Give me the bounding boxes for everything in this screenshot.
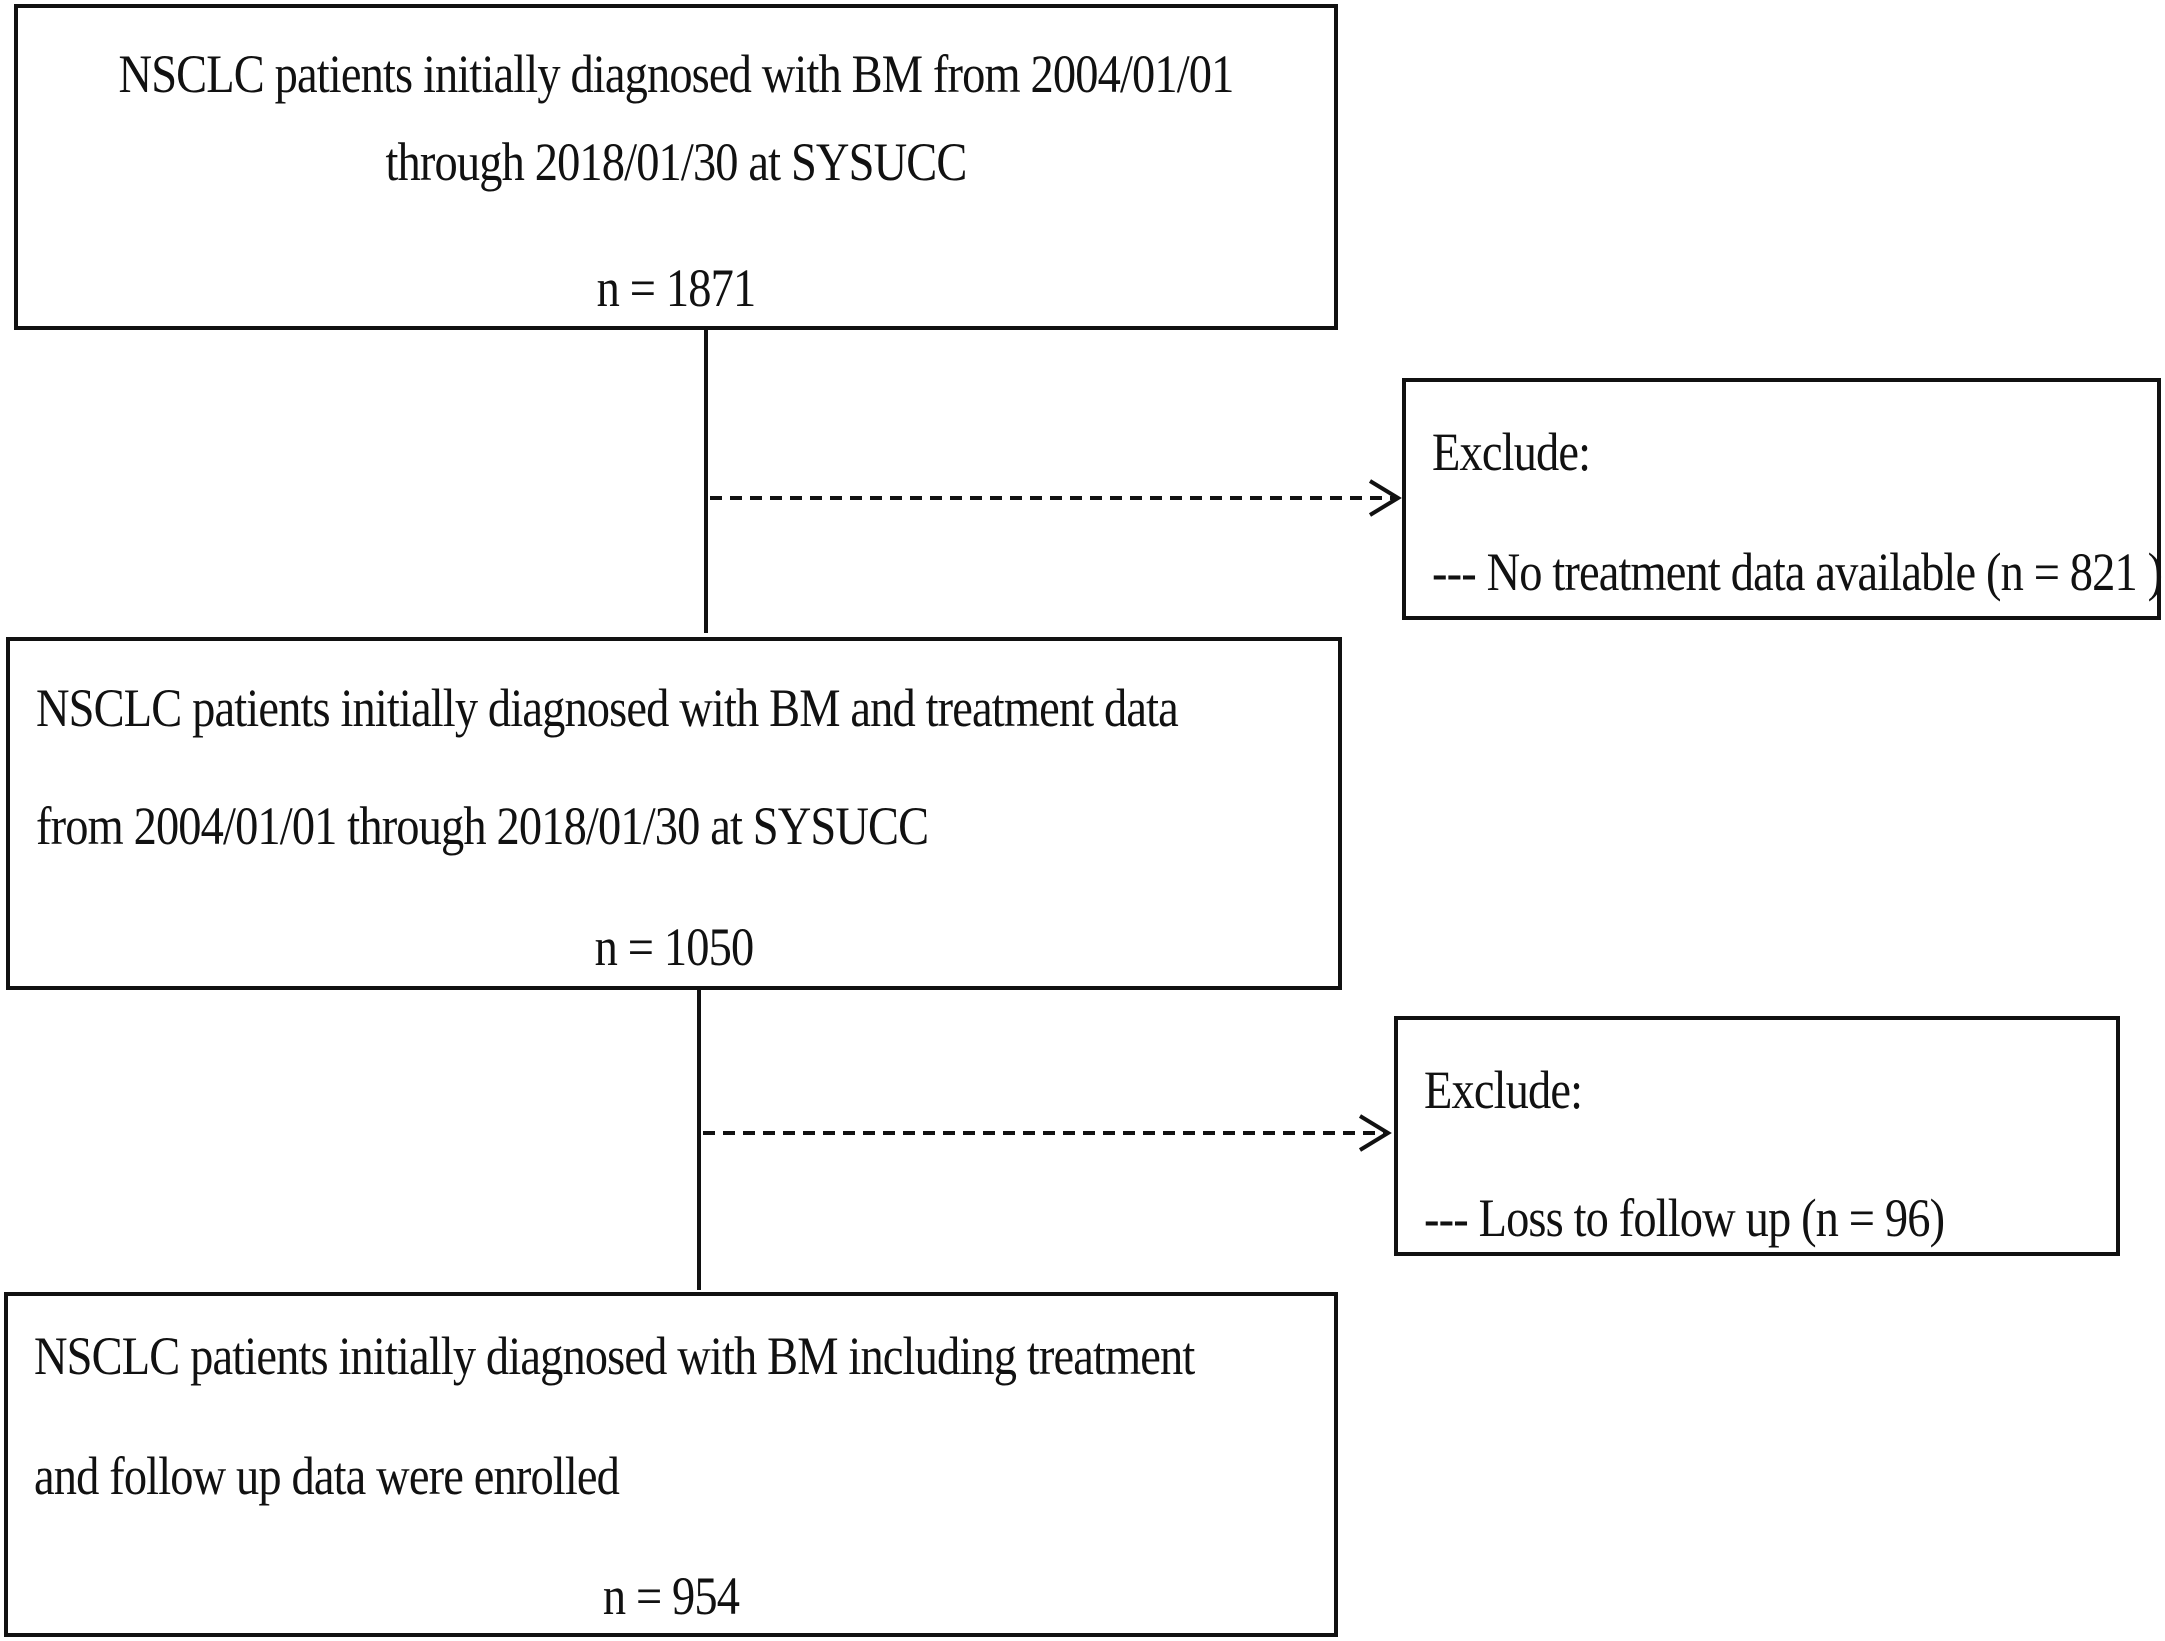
- box-exclude-loss-follow-up: Exclude: --- Loss to follow up (n = 96): [1394, 1016, 2120, 1256]
- box3-line1: NSCLC patients initially diagnosed with …: [34, 1326, 1195, 1386]
- exclude1-heading: Exclude:: [1432, 422, 1591, 482]
- box2-count: n = 1050: [594, 917, 755, 977]
- box3-line2: and follow up data were enrolled: [34, 1446, 620, 1506]
- exclude1-reason: --- No treatment data available (n = 821…: [1432, 542, 2163, 602]
- box1-line1: NSCLC patients initially diagnosed with …: [118, 44, 1235, 104]
- box1-count: n = 1871: [596, 258, 757, 318]
- box3-count: n = 954: [602, 1566, 740, 1626]
- exclude2-arrowhead: [1358, 1114, 1392, 1152]
- box2-line2: from 2004/01/01 through 2018/01/30 at SY…: [36, 796, 929, 856]
- box1-line2: through 2018/01/30 at SYSUCC: [385, 132, 968, 192]
- box-treatment-cohort: NSCLC patients initially diagnosed with …: [6, 637, 1342, 990]
- exclude2-reason: --- Loss to follow up (n = 96): [1424, 1188, 1945, 1248]
- box-exclude-no-treatment: Exclude: --- No treatment data available…: [1402, 378, 2163, 620]
- exclude2-heading: Exclude:: [1424, 1060, 1583, 1120]
- exclude1-arrowhead: [1368, 479, 1402, 517]
- box2-line1: NSCLC patients initially diagnosed with …: [36, 678, 1179, 738]
- box-initial-cohort: NSCLC patients initially diagnosed with …: [14, 4, 1338, 330]
- box-enrolled-cohort: NSCLC patients initially diagnosed with …: [4, 1292, 1338, 1637]
